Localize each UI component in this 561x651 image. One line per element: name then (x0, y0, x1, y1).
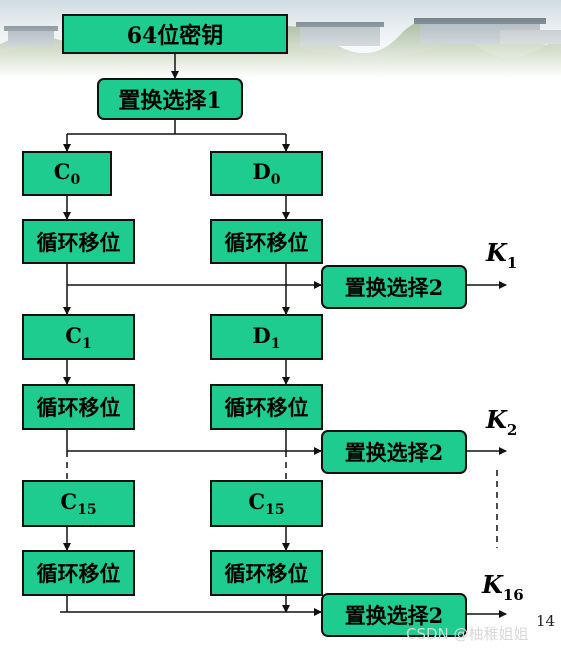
d15-letter: C (248, 489, 266, 514)
c15-sub: 15 (77, 502, 97, 518)
subkey-16-letter: K (482, 570, 503, 599)
d15-box: C15 (210, 480, 323, 527)
shift-box-d-2: 循环移位 (210, 384, 323, 430)
shift-label: 循环移位 (36, 395, 121, 420)
shift-box-c-1: 循环移位 (22, 219, 135, 264)
subkey-2-letter: K (486, 405, 507, 434)
shift-label: 循环移位 (36, 561, 121, 586)
watermark-text: CSDN @柚稚姐姐 (406, 625, 529, 643)
pc2-box-1: 置换选择2 (321, 265, 467, 309)
pc1-box: 置换选择1 (97, 78, 243, 120)
shift-box-d-3: 循环移位 (210, 550, 323, 596)
subkey-label-2: K2 (486, 405, 517, 439)
key-64bit-box: 64位密钥 (62, 14, 288, 54)
d15-sub: 15 (265, 502, 285, 518)
subkey-label-1: K1 (486, 238, 517, 272)
c0-sub: 0 (70, 172, 81, 188)
shift-box-c-3: 循环移位 (22, 550, 135, 596)
key-64bit-label: 64位密钥 (126, 23, 224, 49)
shift-label: 循环移位 (224, 229, 309, 255)
pc2-box-3: 置换选择2 (321, 593, 467, 637)
c1-sub: 1 (81, 335, 92, 352)
pc2-label: 置换选择2 (344, 603, 444, 628)
c1-box: C1 (22, 314, 135, 360)
d1-sub: 1 (270, 335, 281, 352)
c15-letter: C (60, 489, 78, 514)
shift-label: 循环移位 (224, 561, 309, 586)
c0-letter: C (53, 159, 71, 184)
subkey-1-letter: K (486, 238, 507, 267)
pc2-label: 置换选择2 (344, 440, 444, 465)
subkey-2-sub: 2 (506, 421, 518, 439)
page-number: 14 (536, 612, 556, 630)
shift-label: 循环移位 (224, 395, 309, 420)
c1-letter: C (65, 322, 82, 348)
subkey-1-sub: 1 (506, 254, 518, 272)
pc1-label: 置换选择1 (118, 88, 222, 114)
subkey-label-16: K16 (482, 570, 524, 604)
d1-letter: D (252, 322, 271, 348)
shift-box-d-1: 循环移位 (210, 219, 323, 264)
c0-box: C0 (22, 151, 112, 196)
shift-box-c-2: 循环移位 (22, 384, 135, 430)
d0-box: D0 (210, 151, 323, 196)
pc2-box-2: 置换选择2 (321, 430, 467, 474)
c15-box: C15 (22, 480, 135, 527)
shift-label: 循环移位 (36, 229, 121, 255)
subkey-16-sub: 16 (502, 586, 524, 604)
d0-letter: D (252, 159, 271, 184)
pc2-label: 置换选择2 (344, 275, 444, 300)
d1-box: D1 (210, 314, 323, 360)
d0-sub: 0 (270, 172, 281, 188)
